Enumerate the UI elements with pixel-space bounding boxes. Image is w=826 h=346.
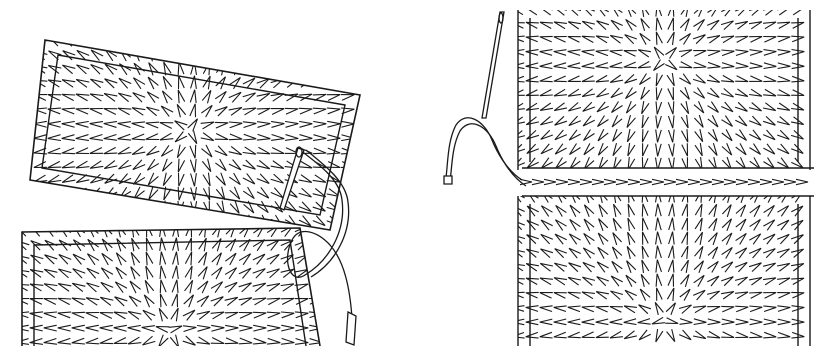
left-illustration-panel	[0, 0, 400, 346]
needle-icon	[280, 147, 304, 210]
upper-granny-square	[30, 34, 360, 230]
right-illustration-panel	[426, 0, 826, 346]
lower-granny-square	[512, 190, 810, 346]
upper-granny-square	[512, 4, 810, 171]
needle-icon	[482, 12, 504, 118]
lower-granny-square	[16, 224, 323, 346]
joining-seam	[520, 168, 814, 196]
right-crochet-illustration	[426, 0, 826, 346]
left-crochet-illustration	[0, 0, 400, 346]
yarn-strand	[444, 118, 526, 186]
